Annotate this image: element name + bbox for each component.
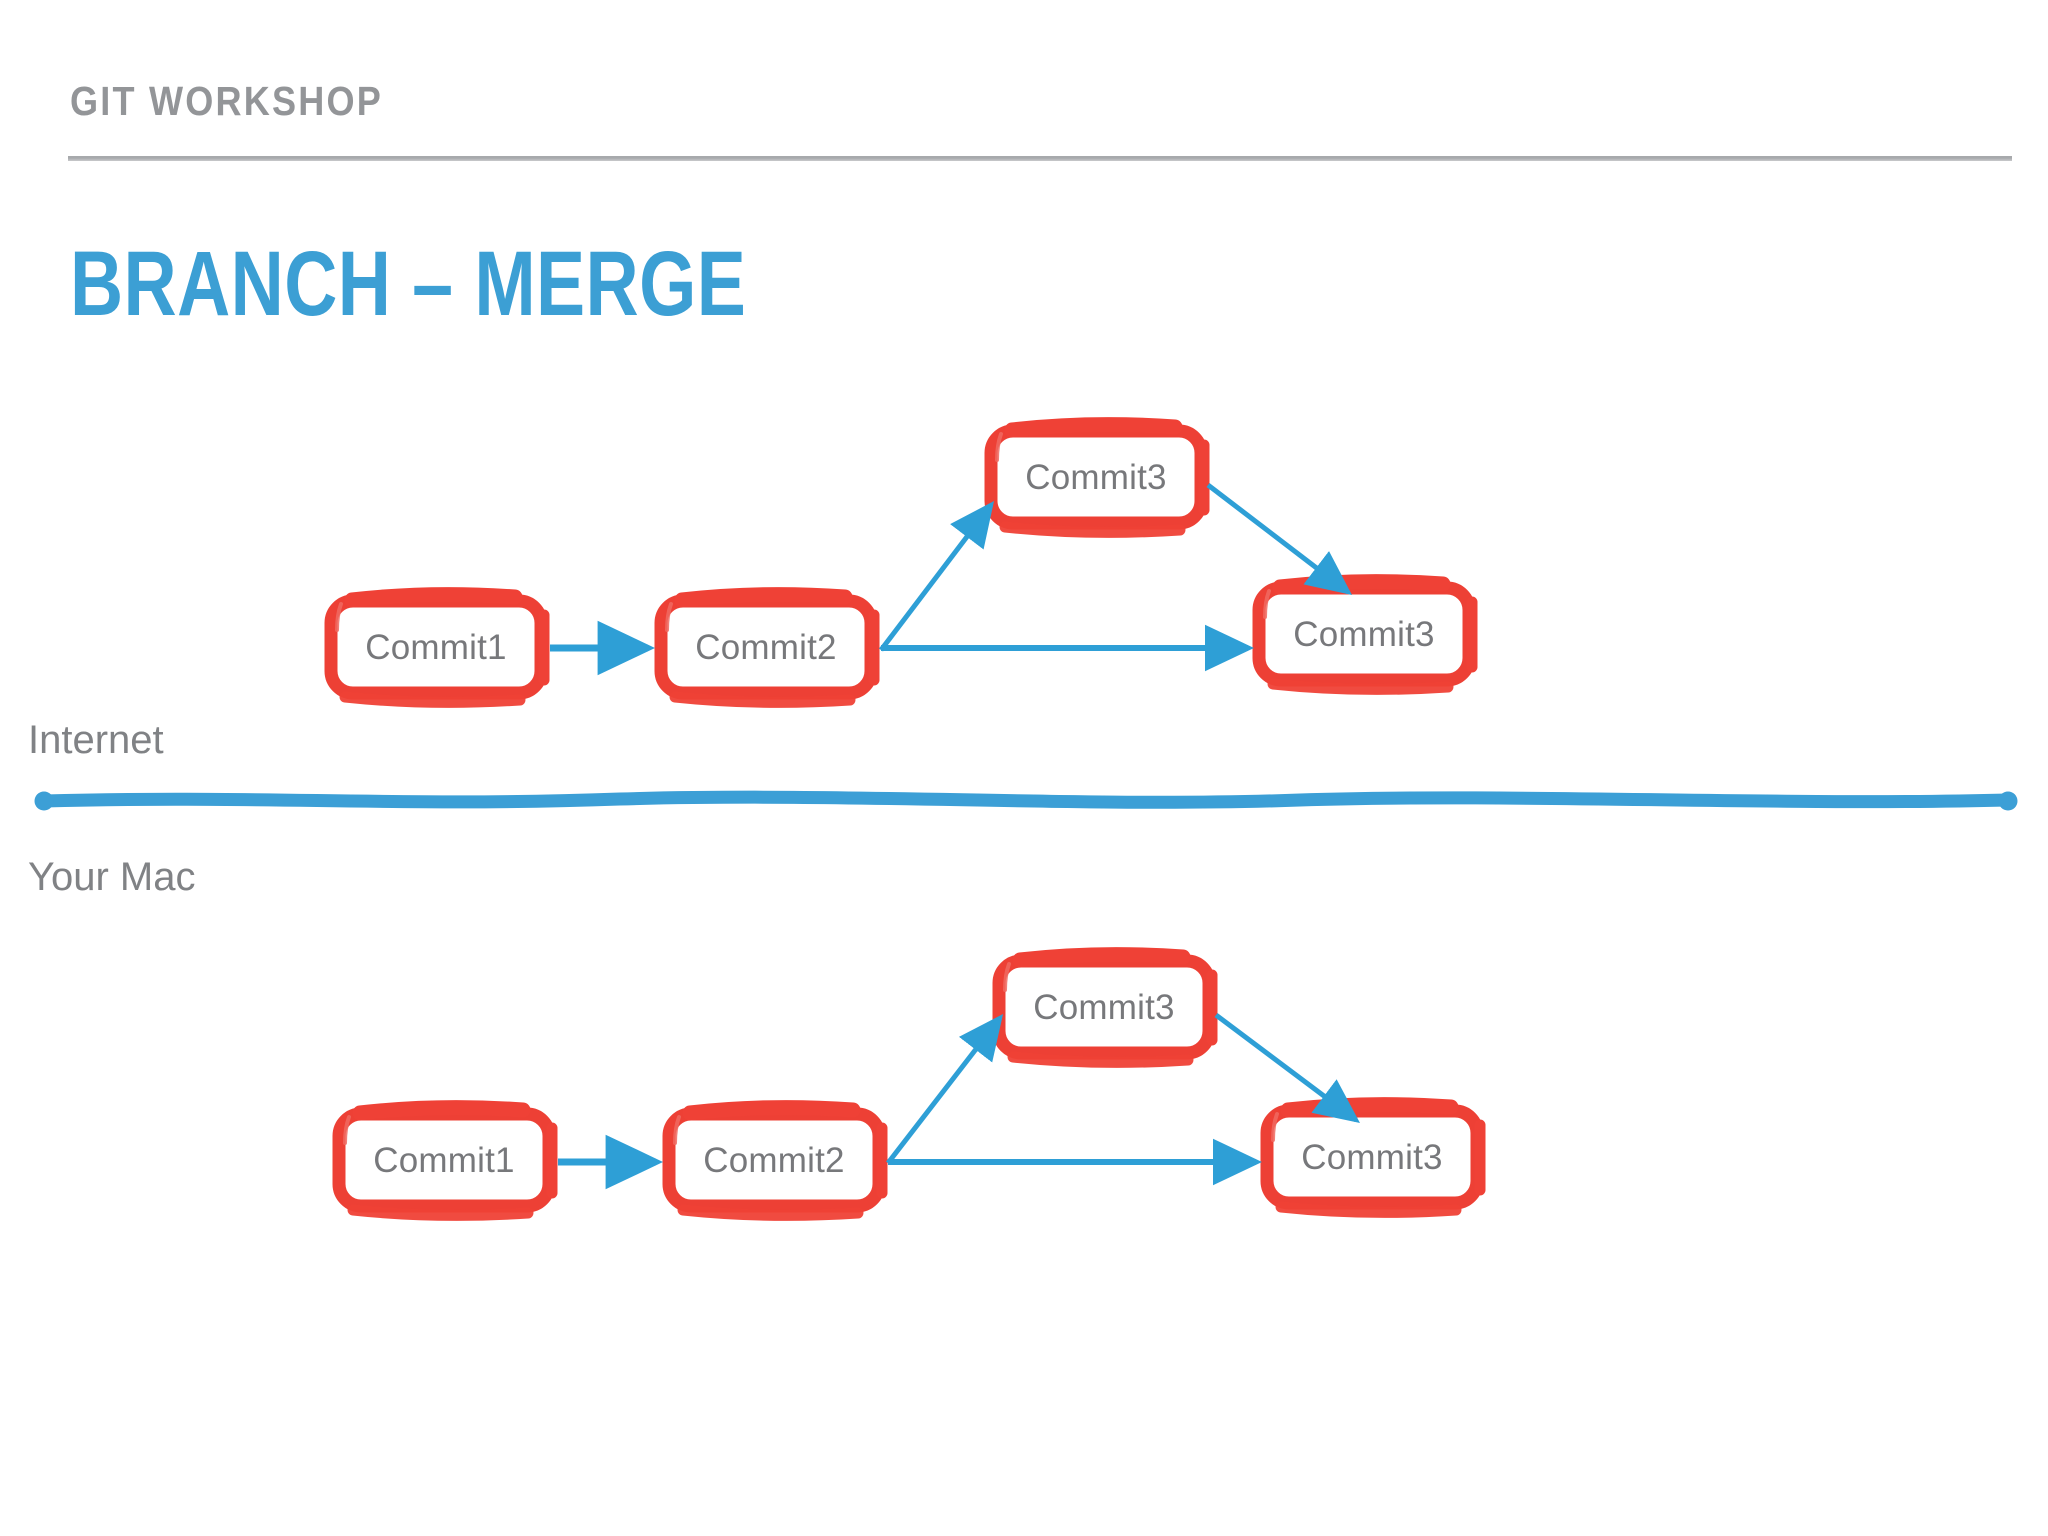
node-label-i-commit2: Commit2 bbox=[695, 628, 837, 667]
node-bottom-brush-stroke bbox=[1007, 1051, 1194, 1068]
node-sketch-stroke bbox=[1271, 1112, 1279, 1142]
internet-boundary-line bbox=[34, 790, 2018, 811]
node-top-brush-stroke bbox=[674, 587, 853, 608]
node-top-brush-stroke bbox=[1272, 574, 1451, 595]
zone-label-your-mac: Your Mac bbox=[28, 855, 196, 899]
edge-m-commit3-branch-to-m-commit3-merge bbox=[1214, 1013, 1360, 1123]
node-top-brush-stroke bbox=[1012, 947, 1191, 968]
node-bottom-brush-stroke bbox=[669, 691, 856, 708]
edge-i-commit3-branch-to-i-commit3-merge bbox=[1206, 483, 1352, 596]
node-bottom-brush-stroke bbox=[347, 1204, 534, 1221]
node-label-i-commit3-branch: Commit3 bbox=[1025, 458, 1167, 497]
zone-label-internet: Internet bbox=[28, 718, 164, 762]
node-bottom-brush-stroke bbox=[1267, 678, 1454, 695]
page-title: BRANCH – MERGE bbox=[70, 233, 747, 335]
node-sketch-stroke bbox=[665, 602, 673, 632]
node-bottom-brush-stroke bbox=[677, 1204, 864, 1221]
node-sketch-stroke bbox=[1003, 962, 1011, 992]
node-sketch-stroke bbox=[343, 1115, 351, 1145]
node-top-brush-stroke bbox=[1004, 417, 1183, 438]
node-label-m-commit2: Commit2 bbox=[703, 1141, 845, 1180]
node-label-i-commit3-merge: Commit3 bbox=[1293, 615, 1435, 654]
divider-right-cap bbox=[1998, 791, 2018, 811]
node-bottom-brush-stroke bbox=[999, 521, 1186, 538]
node-sketch-stroke bbox=[1263, 589, 1271, 619]
node-label-i-commit1: Commit1 bbox=[365, 628, 507, 667]
node-bottom-brush-stroke bbox=[1275, 1201, 1462, 1218]
node-top-brush-stroke bbox=[344, 587, 523, 608]
node-top-brush-stroke bbox=[682, 1100, 861, 1121]
node-label-m-commit1: Commit1 bbox=[373, 1141, 515, 1180]
header-divider-rule bbox=[68, 156, 2012, 161]
node-sketch-stroke bbox=[335, 602, 343, 632]
node-top-brush-stroke bbox=[352, 1100, 531, 1121]
node-sketch-stroke bbox=[673, 1115, 681, 1145]
divider-left-cap bbox=[34, 791, 54, 811]
node-label-m-commit3-branch: Commit3 bbox=[1033, 988, 1175, 1027]
node-label-m-commit3-merge: Commit3 bbox=[1301, 1138, 1443, 1177]
node-top-brush-stroke bbox=[1280, 1097, 1459, 1118]
node-sketch-stroke bbox=[995, 432, 1003, 462]
slide-kicker: GIT WORKSHOP bbox=[70, 78, 384, 124]
divider-stroke bbox=[37, 790, 2015, 809]
edge-i-commit2-to-i-commit3-branch bbox=[879, 501, 995, 652]
node-bottom-brush-stroke bbox=[339, 691, 526, 708]
edge-m-commit2-to-m-commit3-branch bbox=[886, 1014, 1004, 1165]
